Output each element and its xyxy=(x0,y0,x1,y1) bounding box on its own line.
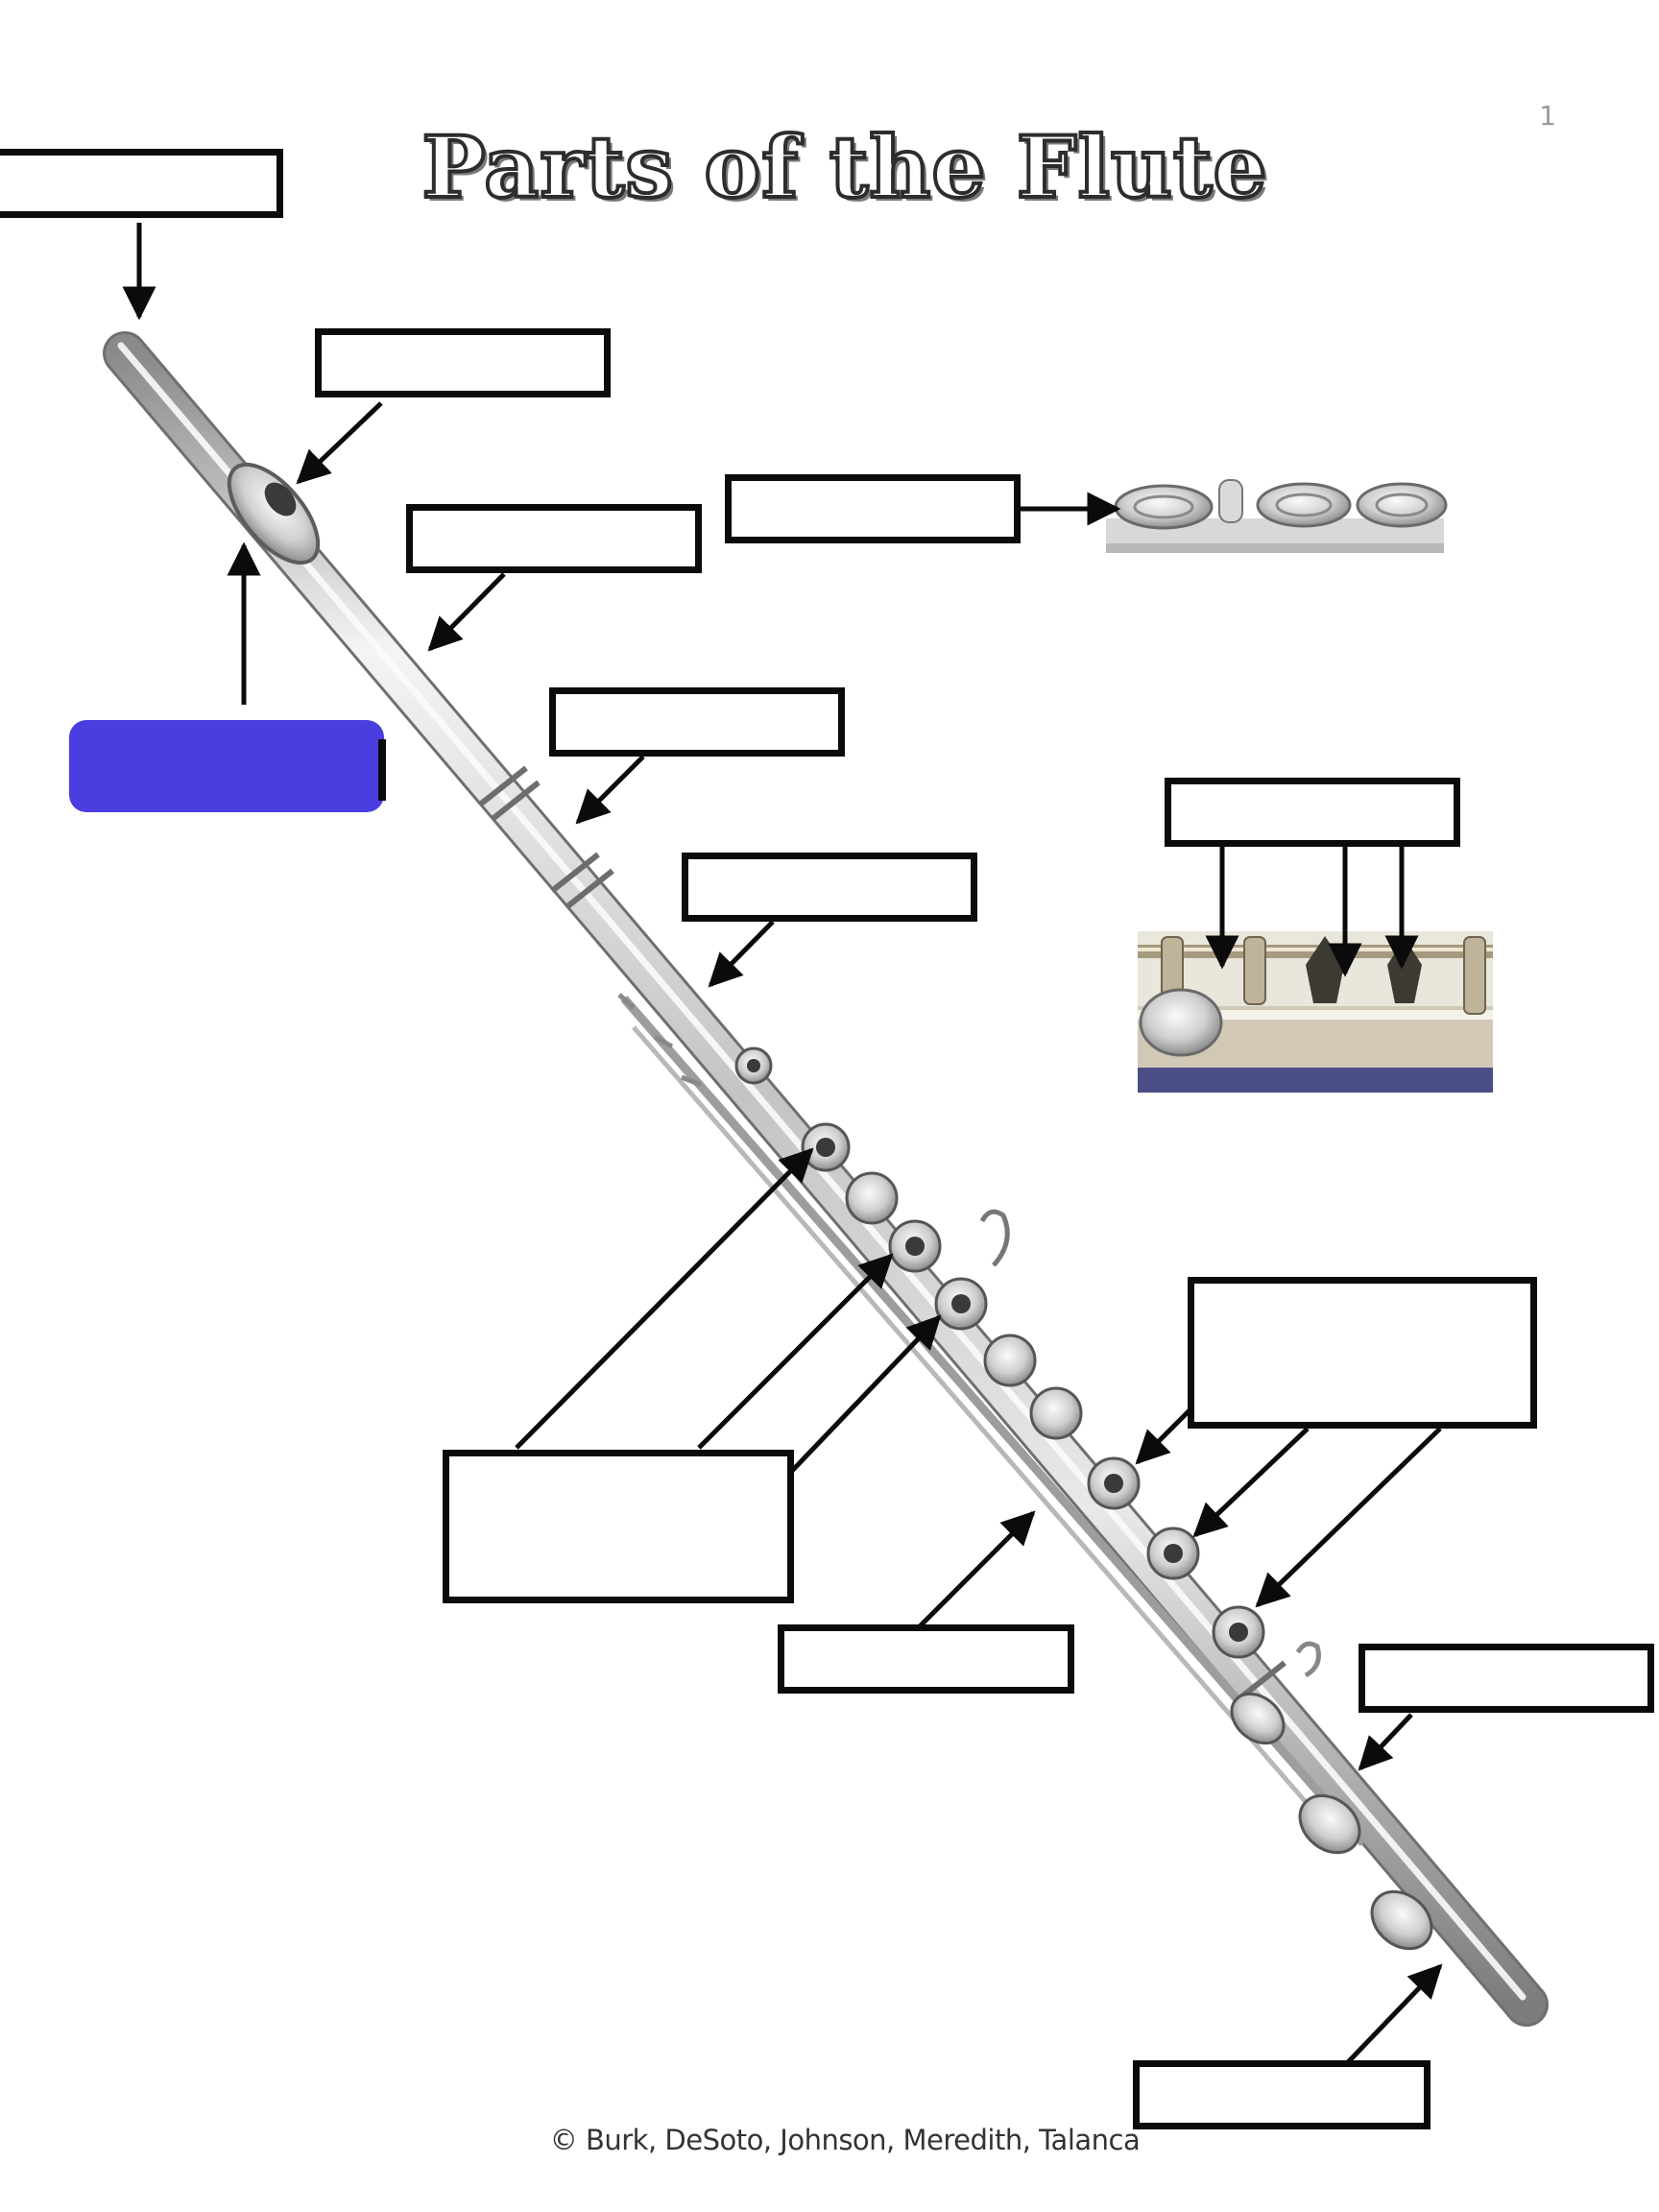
tenon-ring xyxy=(478,765,528,807)
leader-lines xyxy=(122,223,1443,2064)
flute-keys xyxy=(617,993,1433,1951)
answer-box-edge xyxy=(378,739,386,801)
label-box-foot-joint[interactable] xyxy=(1358,1644,1654,1713)
label-box-head-joint[interactable] xyxy=(406,504,702,573)
label-box-right-hand-keys[interactable] xyxy=(1188,1277,1537,1429)
copyright-footer: © Burk, DeSoto, Johnson, Meredith, Talan… xyxy=(549,2124,1141,2156)
label-box-left-hand-keys[interactable] xyxy=(443,1450,794,1603)
lip-plate xyxy=(227,462,321,565)
label-box-embouchure-hole[interactable] xyxy=(315,328,611,397)
worksheet-title: Parts of the Flute xyxy=(421,115,1269,219)
page-number: 1 xyxy=(1539,100,1556,132)
key-cups-inset-illustration xyxy=(1106,479,1448,553)
label-box-crown[interactable] xyxy=(0,149,283,218)
label-box-lip-plate-filled[interactable] xyxy=(69,720,384,812)
label-box-mechanism[interactable] xyxy=(778,1624,1074,1694)
label-box-end[interactable] xyxy=(1133,2060,1431,2129)
flute-illustration xyxy=(103,331,1549,2027)
embouchure-hole xyxy=(264,482,297,517)
label-box-rods-posts[interactable] xyxy=(1165,778,1460,847)
label-box-tenon[interactable] xyxy=(549,687,845,757)
label-box-body[interactable] xyxy=(682,853,977,922)
rods-inset-illustration xyxy=(1138,931,1493,1093)
label-box-key-cups[interactable] xyxy=(725,474,1021,543)
